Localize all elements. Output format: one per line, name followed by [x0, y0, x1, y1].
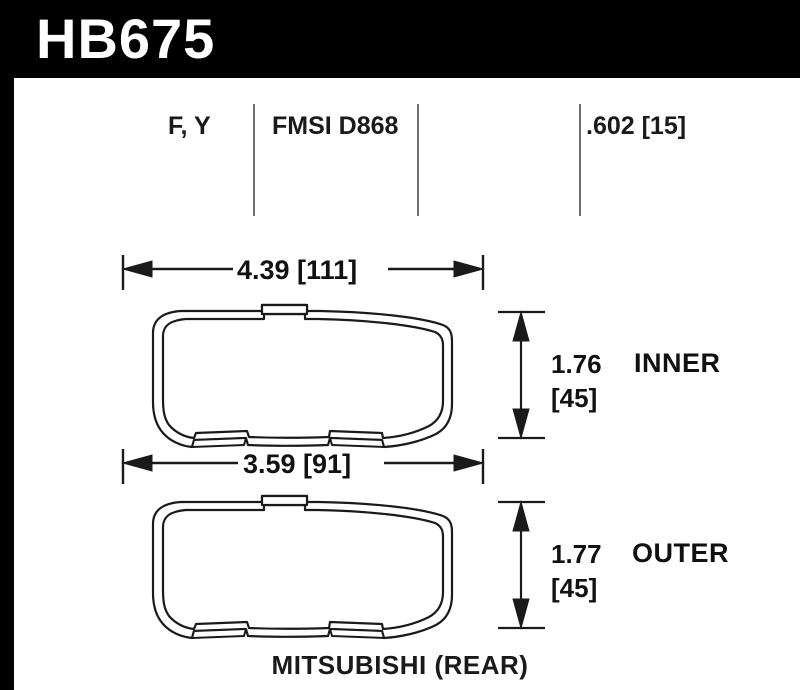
inner-brake-pad-outline: [151, 303, 454, 449]
outer-brake-pad-outline: [151, 494, 454, 640]
spec-divider-1: [253, 104, 255, 216]
outer-height-metric: [45]: [551, 573, 598, 603]
inner-pad-label: INNER: [634, 348, 721, 378]
spec-divider-2: [417, 104, 419, 216]
outer-width-dimension-line: [121, 449, 485, 484]
compound-code: F, Y: [168, 112, 211, 140]
outer-height-dimension-line: [498, 500, 545, 630]
left-border-band: [0, 0, 14, 690]
outer-pad-label: OUTER: [632, 538, 729, 568]
fmsi-number: FMSI D868: [272, 112, 399, 140]
inner-height-metric: [45]: [551, 383, 598, 413]
inner-width-dimension-line: [121, 255, 485, 290]
vehicle-application-caption: MITSUBISHI (REAR): [271, 650, 529, 680]
thickness-dimension: .602 [15]: [586, 112, 687, 140]
spec-divider-3: [579, 104, 581, 216]
inner-height-dimension-line: [498, 310, 545, 440]
part-number: HB675: [36, 7, 216, 70]
header-band: [0, 0, 800, 78]
inner-width-dimension-label: 4.39 [111]: [237, 255, 358, 285]
outer-width-dimension-label: 3.59 [91]: [243, 449, 352, 479]
inner-height-value: 1.76: [551, 349, 602, 379]
outer-height-value: 1.77: [551, 539, 602, 569]
